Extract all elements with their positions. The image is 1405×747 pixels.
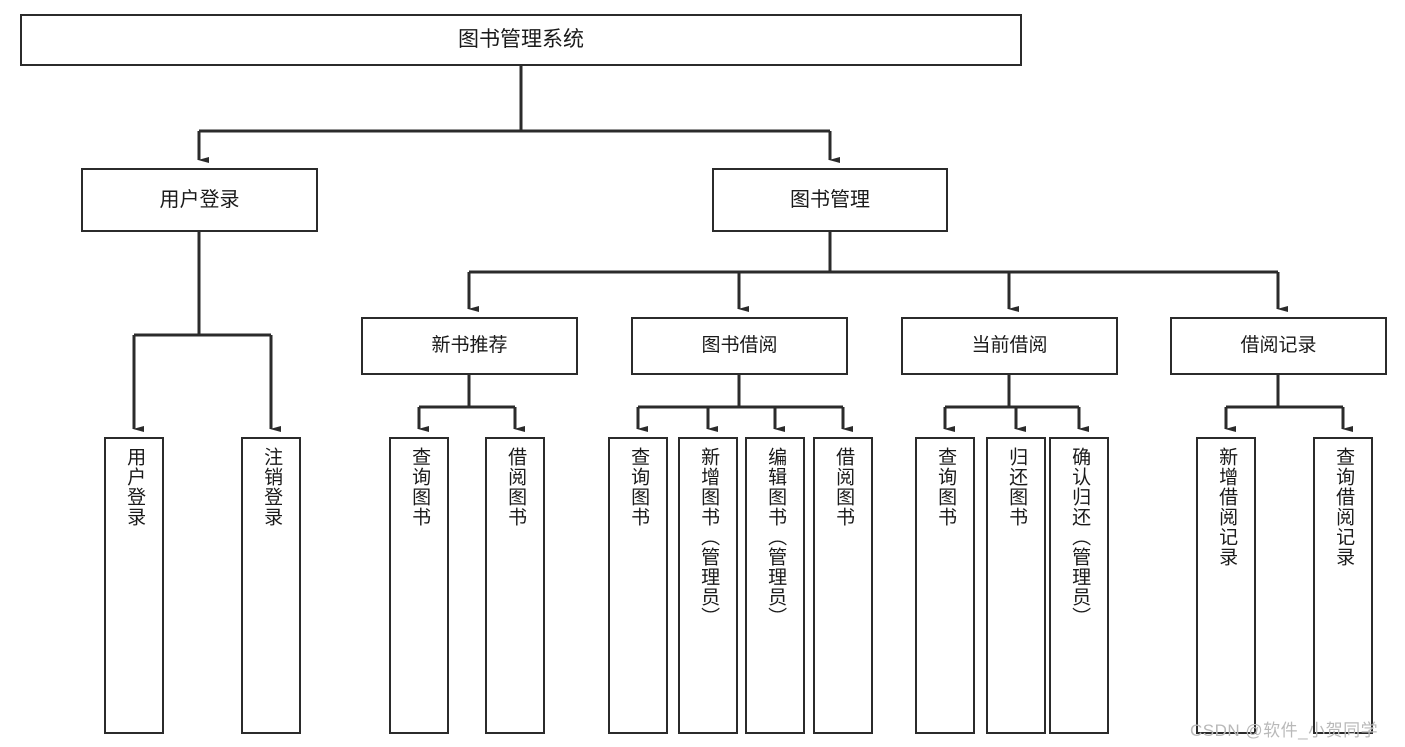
node-book-manage-label: 图书管理 [790,189,870,211]
watermark-text: CSDN @软件_小贺同学 [1190,721,1379,740]
node-leaf-query-book-1-label: 查询图书 [409,447,431,527]
node-book-borrow-label: 图书借阅 [701,334,778,356]
node-leaf-user-login[interactable]: 用户登录 [104,437,164,734]
node-leaf-add-record[interactable]: 新增借阅记录 [1196,437,1256,734]
node-leaf-query-record-label: 查询借阅记录 [1333,447,1355,567]
node-current-borrow[interactable]: 当前借阅 [901,317,1118,375]
node-leaf-add-book[interactable]: 新增图书（管理员） [678,437,738,734]
node-leaf-logout[interactable]: 注销登录 [241,437,301,734]
node-root-system[interactable]: 图书管理系统 [20,14,1022,66]
node-leaf-edit-book[interactable]: 编辑图书（管理员） [745,437,805,734]
node-leaf-add-book-label: 新增图书（管理员） [698,447,720,627]
node-leaf-borrow-book-2[interactable]: 借阅图书 [813,437,873,734]
node-leaf-borrow-book-2-label: 借阅图书 [833,447,855,527]
node-borrow-record-label: 借阅记录 [1240,334,1317,356]
node-current-borrow-label: 当前借阅 [971,334,1048,356]
node-leaf-confirm-return-label: 确认归还（管理员） [1069,447,1091,627]
node-new-book-rec-label: 新书推荐 [431,334,508,356]
node-borrow-record[interactable]: 借阅记录 [1170,317,1387,375]
node-user-login[interactable]: 用户登录 [81,168,318,232]
node-leaf-logout-label: 注销登录 [261,447,283,527]
node-new-book-rec[interactable]: 新书推荐 [361,317,578,375]
node-book-manage[interactable]: 图书管理 [712,168,948,232]
node-root-label: 图书管理系统 [458,28,584,52]
node-book-borrow[interactable]: 图书借阅 [631,317,848,375]
node-leaf-query-record[interactable]: 查询借阅记录 [1313,437,1373,734]
node-leaf-borrow-book-1-label: 借阅图书 [505,447,527,527]
node-leaf-query-book-3-label: 查询图书 [935,447,957,527]
node-leaf-return-book-label: 归还图书 [1006,447,1028,527]
node-leaf-return-book[interactable]: 归还图书 [986,437,1046,734]
node-leaf-confirm-return[interactable]: 确认归还（管理员） [1049,437,1109,734]
node-leaf-user-login-label: 用户登录 [124,447,146,527]
node-leaf-borrow-book-1[interactable]: 借阅图书 [485,437,545,734]
node-leaf-query-book-1[interactable]: 查询图书 [389,437,449,734]
node-user-login-label: 用户登录 [159,189,240,211]
node-leaf-query-book-3[interactable]: 查询图书 [915,437,975,734]
node-leaf-query-book-2[interactable]: 查询图书 [608,437,668,734]
node-leaf-edit-book-label: 编辑图书（管理员） [765,447,787,627]
node-leaf-query-book-2-label: 查询图书 [628,447,650,527]
node-leaf-add-record-label: 新增借阅记录 [1216,447,1238,567]
